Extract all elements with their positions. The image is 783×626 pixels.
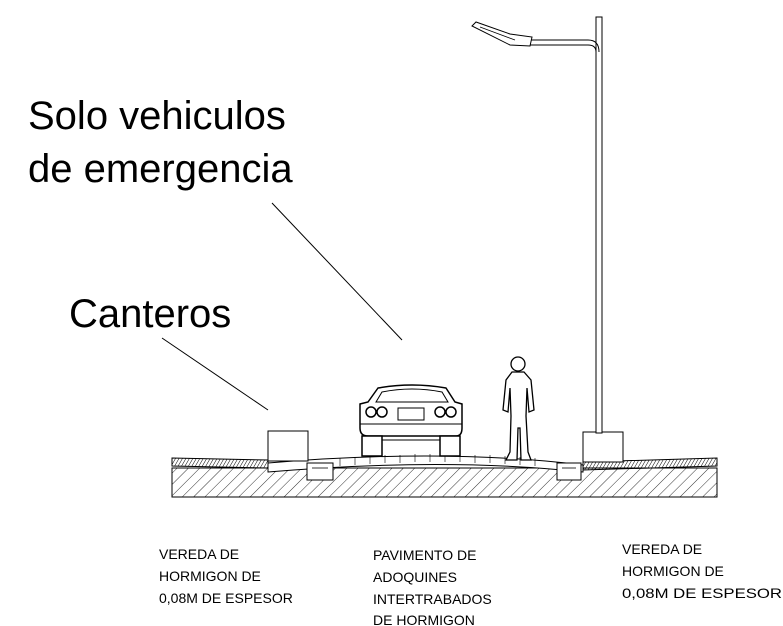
svg-text:DE HORMIGON: DE HORMIGON xyxy=(373,612,475,626)
pedestrian-icon xyxy=(502,356,535,461)
emergency-label-line1: Solo vehiculos xyxy=(28,94,286,138)
right-gutter xyxy=(556,462,582,481)
planters-label: Canteros xyxy=(69,292,231,336)
svg-text:HORMIGON DE: HORMIGON DE xyxy=(159,568,261,584)
car-icon xyxy=(359,384,463,457)
svg-text:ADOQUINES: ADOQUINES xyxy=(373,569,457,585)
svg-text:0,08M DE ESPESOR: 0,08M DE ESPESOR xyxy=(159,590,293,606)
svg-text:0,08M DE ESPESOR: 0,08M DE ESPESOR xyxy=(622,585,782,601)
left-sidewalk-label: VEREDA DE HORMIGON DE 0,08M DE ESPESOR xyxy=(159,546,293,606)
pavement-label: PAVIMENTO DE ADOQUINES INTERTRABADOS DE … xyxy=(373,547,492,626)
left-planter xyxy=(267,430,309,462)
left-gutter xyxy=(306,462,334,481)
svg-text:HORMIGON DE: HORMIGON DE xyxy=(622,563,724,579)
svg-text:VEREDA DE: VEREDA DE xyxy=(159,546,239,562)
right-planter xyxy=(582,431,624,463)
right-sidewalk-label: VEREDA DE HORMIGON DE 0,08M DE ESPESOR xyxy=(622,541,782,601)
emergency-leader-line xyxy=(271,202,403,341)
emergency-label-line2: de emergencia xyxy=(28,147,293,191)
ground-section xyxy=(171,454,718,498)
svg-text:PAVIMENTO DE: PAVIMENTO DE xyxy=(373,547,476,563)
street-lamp-icon xyxy=(471,16,603,434)
svg-text:INTERTRABADOS: INTERTRABADOS xyxy=(373,591,492,607)
planters-leader-line xyxy=(161,337,269,411)
svg-text:VEREDA DE: VEREDA DE xyxy=(622,541,702,557)
